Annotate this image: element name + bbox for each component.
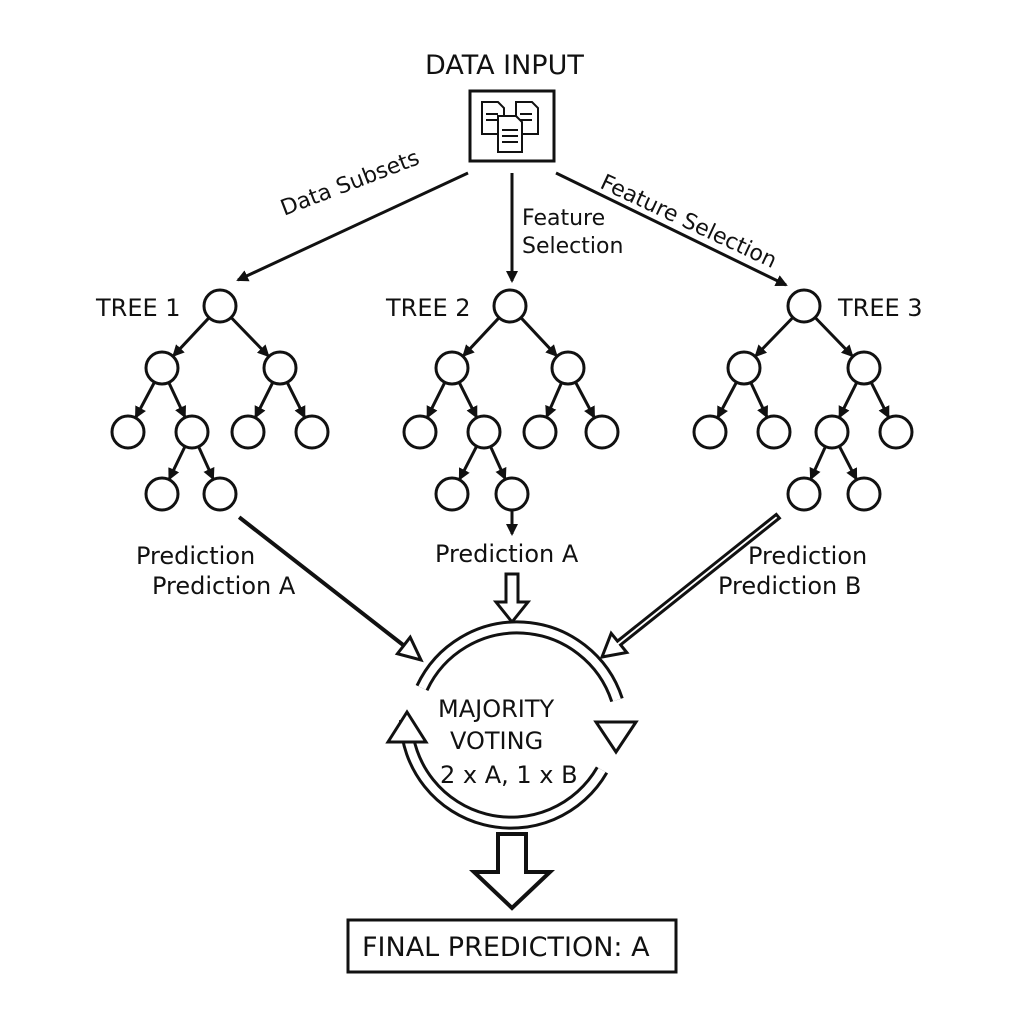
tree-1-to-voting-arrow	[237, 515, 424, 663]
voting-arc-top	[415, 620, 624, 703]
tree-3-prediction-line2: Prediction B	[718, 572, 862, 600]
final-prediction-box	[346, 918, 678, 974]
final-prediction-text: FINAL PREDICTION: A	[362, 932, 650, 963]
voting-title-line1: MAJORITY	[438, 695, 555, 723]
tree-1-edge	[172, 316, 211, 358]
tree-3-node	[846, 350, 882, 386]
data-input-title: DATA INPUT	[425, 50, 584, 81]
tree-2-node	[402, 414, 438, 450]
tree-2-edge	[489, 445, 507, 481]
tree-1-node	[202, 288, 238, 324]
tree-2-node	[494, 476, 530, 512]
tree-3-edge	[809, 445, 827, 481]
tree-2-edge	[545, 382, 563, 419]
tree-1-label: TREE 1	[96, 294, 181, 322]
tree-3-node	[786, 476, 822, 512]
tree-2-node	[434, 350, 470, 386]
tree-2-node	[584, 414, 620, 450]
tree-1-edge	[197, 445, 215, 481]
tree-3-node	[878, 414, 914, 450]
tree-3-edge	[716, 381, 738, 419]
tree-3-node	[726, 350, 762, 386]
voting-arrowhead-right	[593, 720, 639, 755]
tree-1-node	[262, 350, 298, 386]
tree-1-node	[202, 476, 238, 512]
tree-3-node	[786, 288, 822, 324]
voting-tally: 2 x A, 1 x B	[440, 761, 578, 789]
tree-1-edge	[168, 445, 187, 481]
tree-3-node	[692, 414, 728, 450]
tree-2-label: TREE 2	[386, 294, 471, 322]
voting-arrowhead-left	[385, 709, 429, 744]
tree-2-to-voting-arrow	[492, 572, 532, 625]
edge-label-feature: Feature	[522, 206, 606, 231]
tree-2-edge	[426, 381, 447, 419]
tree-3-prediction-line1: Prediction	[748, 542, 868, 570]
tree-2-node	[522, 414, 558, 450]
tree-3-edge	[869, 381, 890, 419]
hollow-arrows	[237, 512, 782, 663]
tree-1-node	[174, 414, 210, 450]
tree-1-edge	[134, 381, 156, 419]
tree-1-node	[144, 350, 180, 386]
tree-1-prediction-line1: Prediction	[136, 542, 256, 570]
tree-1-node	[294, 414, 330, 450]
tree-2-edge	[457, 381, 478, 419]
voting-title-line2: VOTING	[450, 727, 544, 755]
tree-1-node	[144, 476, 180, 512]
tree-1-edge	[285, 381, 306, 419]
tree-1-prediction-line2: Prediction A	[152, 572, 296, 600]
tree-2-node	[466, 414, 502, 450]
tree-2-node	[550, 350, 586, 386]
tree-1-edge	[230, 316, 270, 358]
tree-3-edge	[838, 445, 858, 481]
tree-1-edge	[167, 381, 187, 419]
tree-3-edge	[754, 316, 794, 358]
tree-1-node	[110, 414, 146, 450]
edge-label-selection: Selection	[522, 234, 624, 259]
trees	[110, 288, 914, 536]
tree-2-prediction: Prediction A	[435, 540, 579, 568]
tree-3-edge	[814, 316, 854, 358]
data-input-box	[468, 89, 556, 163]
tree-3-node	[846, 476, 882, 512]
tree-1-edge	[254, 381, 275, 419]
tree-3-node	[756, 414, 792, 450]
tree-2-node	[492, 288, 528, 324]
tree-3-label: TREE 3	[838, 294, 923, 322]
voting-to-final-arrow	[468, 832, 556, 911]
tree-2-edge	[462, 316, 501, 358]
tree-1-node	[230, 414, 266, 450]
tree-2-node	[434, 476, 470, 512]
tree-3-edge	[749, 381, 769, 419]
edge-to-tree-3	[555, 171, 788, 287]
tree-2-edge	[519, 316, 558, 358]
tree-3-node	[814, 414, 850, 450]
tree-3-to-voting-arrow	[599, 512, 782, 659]
edge-to-tree-1	[236, 171, 469, 282]
tree-2-edge	[458, 445, 478, 481]
documents-icon	[481, 101, 539, 153]
voting-cycle	[385, 620, 639, 830]
tree-2-edge	[574, 381, 596, 419]
tree-3-edge	[838, 381, 859, 419]
